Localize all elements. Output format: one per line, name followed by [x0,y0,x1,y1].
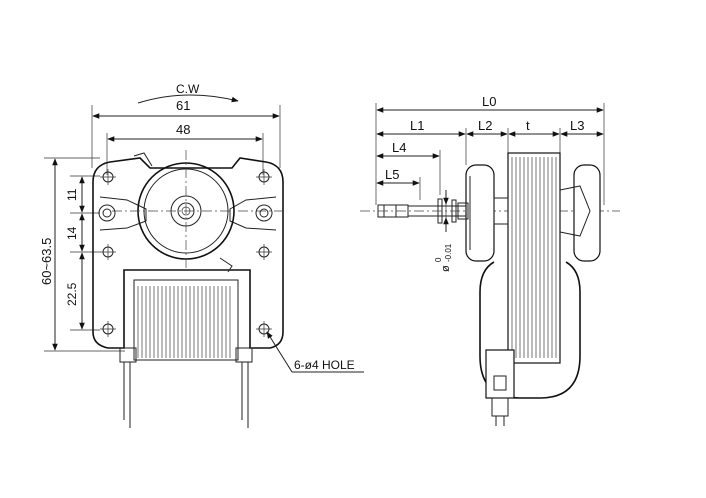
dimension-t-text: t [526,118,530,133]
shaft-diameter-label: ø 0 -0.01 [434,190,453,272]
shaft-tolerance-upper: 0 [434,257,443,262]
dimension-l4-text: L4 [392,140,406,155]
dimension-l0-text: L0 [482,94,496,109]
front-view: C.W 61 48 60~63.5 [39,82,364,428]
rotation-label: C.W [176,82,200,96]
coil-housing [479,261,581,399]
stator-core [507,152,561,364]
dimension-l1-text: L1 [410,118,424,133]
dimension-outer-width-text: 61 [176,98,190,113]
shaft-tolerance-lower: -0.01 [444,243,453,262]
dimension-outer-width: 61 [91,98,281,168]
mounting-holes [100,169,272,337]
dimension-height: 60~63.5 [39,157,125,352]
mount-screw-left [98,204,116,222]
rear-flange [573,164,601,262]
dimension-hole-width: 48 [106,122,264,175]
core-laminations [511,157,557,358]
mount-screw-right [255,204,273,222]
stator-coil [133,279,239,361]
dimension-lower-text: 22.5 [65,282,79,306]
dimension-height-text: 60~63.5 [39,238,54,285]
dimension-hole-width-text: 48 [176,122,190,137]
shaft-diameter-symbol: ø [440,265,452,272]
rotation-arrow [137,94,239,104]
dimension-l3-text: L3 [570,118,584,133]
terminal-block [485,349,515,426]
dimension-l2-text: L2 [478,118,492,133]
motor-frame [92,157,284,349]
terminals-front [119,347,253,428]
hole-note-text: 6-ø4 HOLE [294,358,355,372]
dimension-l5-text: L5 [385,167,399,182]
coil-windings [137,286,231,358]
dimension-top-text: 11 [65,188,79,201]
side-view: L0 L1 L2 t L3 L4 L5 ø [360,94,620,426]
dimension-mid-text: 14 [65,226,79,240]
dimension-stack: 11 14 22.5 [65,175,100,331]
